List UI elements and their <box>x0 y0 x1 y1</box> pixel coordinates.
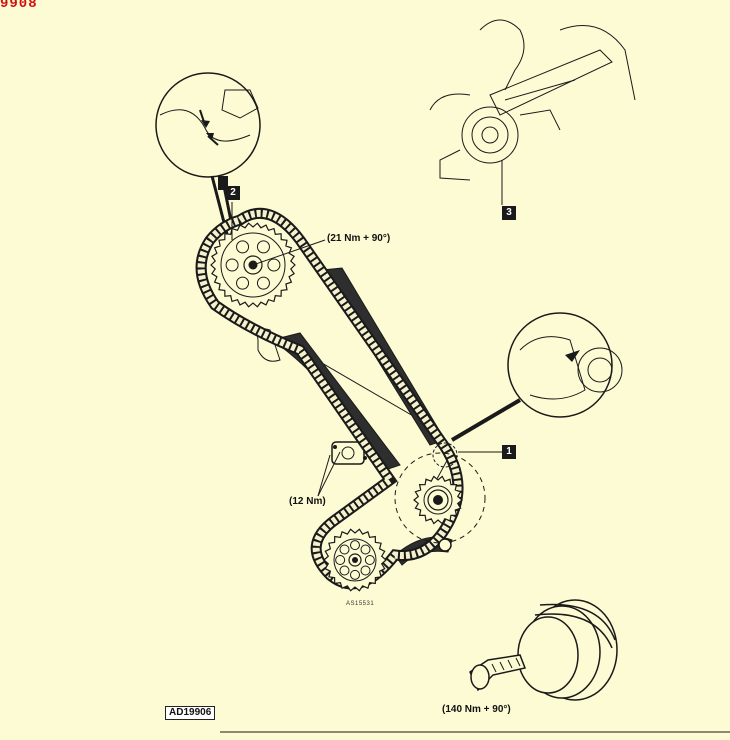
figure-reference: AD19906 <box>165 706 216 720</box>
detail-view-1 <box>450 312 623 442</box>
callout-1: 1 <box>502 445 516 459</box>
chain-tensioner <box>331 441 367 465</box>
callout-3: 3 <box>502 206 516 220</box>
crankshaft-pulley <box>517 599 618 701</box>
part-code: AS15531 <box>346 601 375 607</box>
torque-crankshaft-pulley: (140 Nm + 90°) <box>442 704 511 715</box>
corner-code: 9908 <box>0 0 38 12</box>
pulley-bolt <box>469 654 527 692</box>
torque-tensioner-bolts: (12 Nm) <box>289 496 326 507</box>
crankshaft-sprocket <box>323 528 387 592</box>
arrow-icon <box>565 350 580 362</box>
callout-2: 2 <box>226 186 240 200</box>
torque-camshaft-sprocket: (21 Nm + 90°) <box>327 233 391 244</box>
arrow-icon <box>207 135 219 146</box>
idler-sprocket <box>413 475 463 525</box>
detail-view-3-tool <box>429 19 636 205</box>
